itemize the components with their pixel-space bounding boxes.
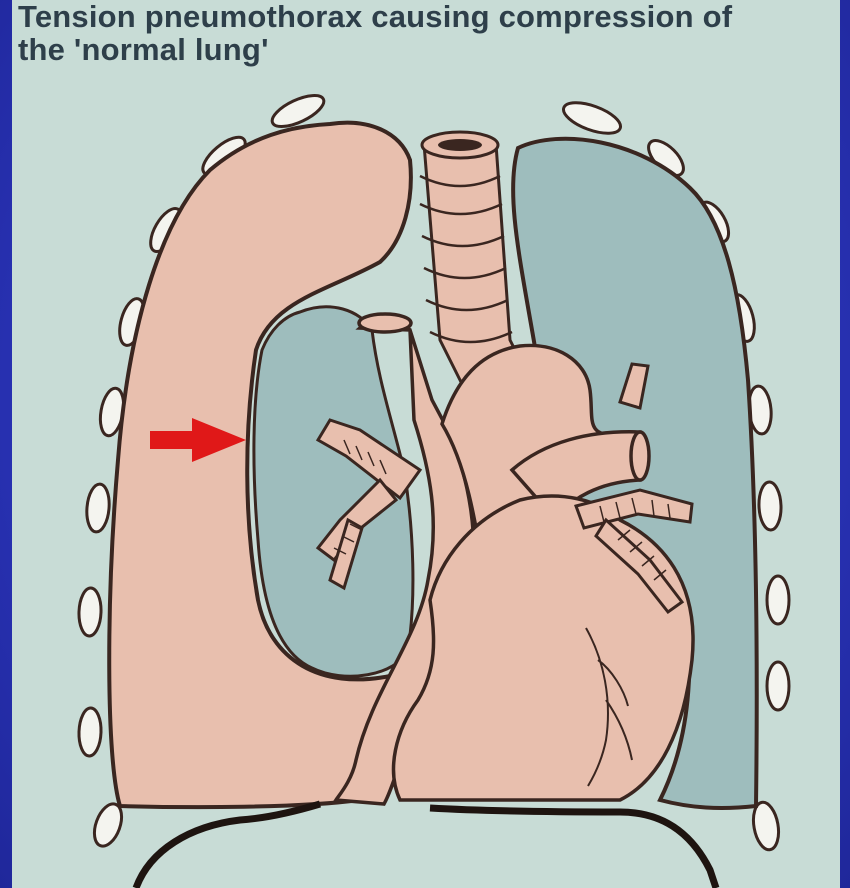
rib-right-7 [767, 576, 789, 624]
pulmonary-artery-opening [631, 432, 649, 480]
diaphragm-right [430, 808, 716, 888]
rib-right-1 [560, 96, 625, 139]
diaphragm-left [136, 804, 320, 888]
vena-cava-opening [359, 314, 411, 332]
rib-left-6 [85, 483, 111, 533]
rib-right-6 [758, 482, 782, 531]
rib-right-8 [767, 662, 789, 710]
tension-pneumothorax-diagram [12, 0, 840, 888]
diagram-panel: Tension pneumothorax causing compression… [12, 0, 840, 888]
rib-left-8 [78, 708, 102, 757]
rib-left-7 [78, 588, 102, 637]
